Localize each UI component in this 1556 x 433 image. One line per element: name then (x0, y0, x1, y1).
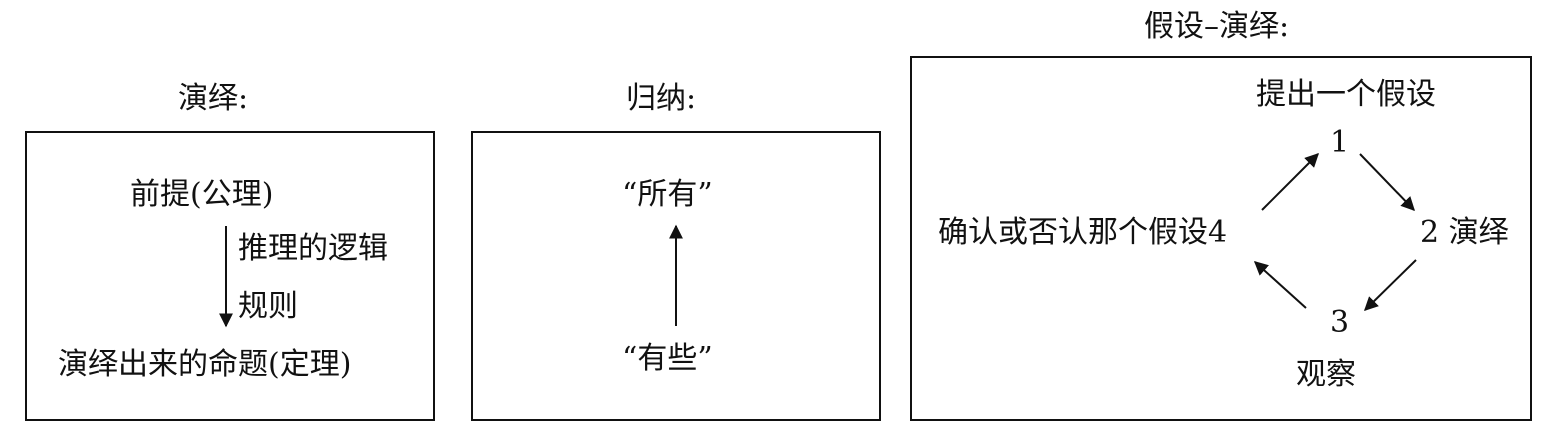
arrow-4-to-1 (1261, 153, 1319, 211)
step1-number: 1 (1330, 125, 1350, 160)
induction-bottom-label: “有些” (622, 341, 713, 376)
deduction-rule-line2: 规则 (238, 289, 298, 324)
step3-label: 观察 (1296, 357, 1356, 392)
deduction-title: 演绎: (178, 81, 249, 116)
arrow-1-to-2 (1359, 153, 1415, 212)
induction-box (471, 131, 881, 421)
arrow-3-to-4 (1253, 261, 1307, 309)
deduction-conclusion: 演绎出来的命题(定理) (58, 347, 352, 382)
step1-label: 提出一个假设 (1256, 77, 1436, 112)
step4-label: 确认或否认那个假设4 (938, 215, 1228, 250)
hypothetico-deductive-title: 假设–演绎: (1144, 9, 1290, 44)
hypothetico-deductive-box (910, 56, 1532, 421)
deduction-box (25, 131, 435, 421)
deduction-premise: 前提(公理) (130, 177, 274, 212)
step2-label: 2 演绎 (1420, 215, 1509, 250)
arrow-2-to-3 (1364, 259, 1417, 311)
step3-number: 3 (1330, 305, 1350, 340)
induction-title: 归纳: (626, 81, 697, 116)
deduction-rule-line1: 推理的逻辑 (238, 231, 388, 266)
induction-top-label: “所有” (622, 177, 713, 212)
